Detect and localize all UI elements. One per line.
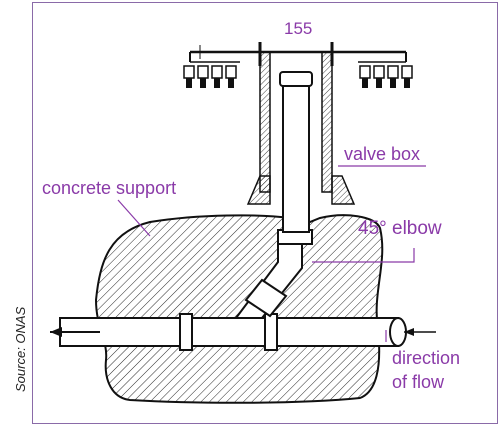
leader-elbow: [312, 248, 415, 263]
bolt-assembly-left: [183, 61, 240, 88]
elbow-label: 45° elbow: [358, 218, 442, 239]
diagram-frame: [32, 2, 498, 424]
direction-label-line1: direction: [392, 348, 460, 368]
direction-label-line2: of flow: [392, 372, 445, 392]
valve-box-label: valve box: [344, 144, 420, 164]
flow-arrow-left: [50, 327, 100, 337]
bolt-assembly-right: [358, 61, 413, 88]
main-pipe: [59, 317, 407, 347]
leader-concrete-support: [117, 199, 151, 237]
leader-lines: [117, 165, 426, 342]
riser-pipe: [279, 71, 313, 233]
dimension-label: 155: [284, 19, 312, 38]
flow-arrow-right: [404, 328, 436, 336]
branch-pipe-45: [234, 239, 303, 319]
pipe-coupling-left: [179, 313, 193, 351]
pipe-coupling-right: [264, 313, 278, 351]
concrete-support-block: [94, 214, 384, 404]
concrete-support-label: concrete support: [42, 178, 176, 198]
